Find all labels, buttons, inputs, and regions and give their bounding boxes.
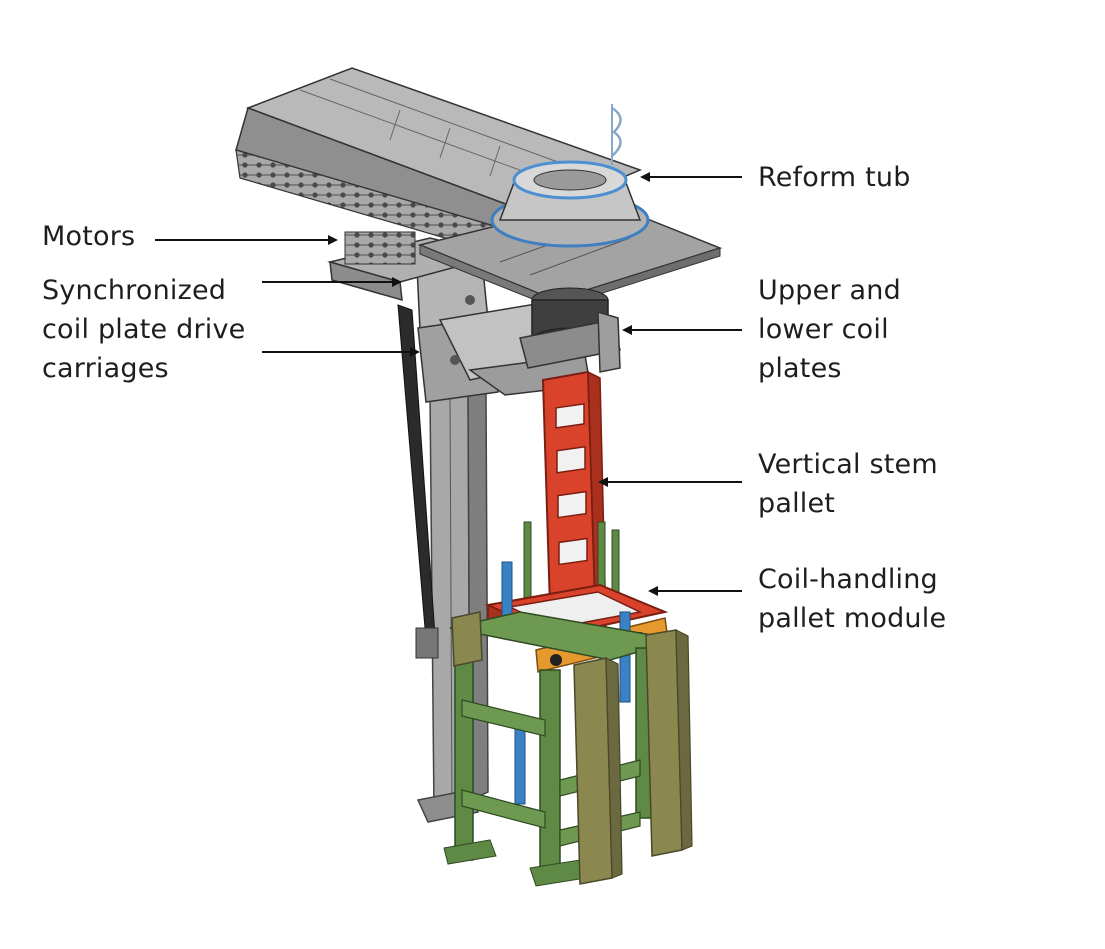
label-line: lower coil <box>758 314 889 345</box>
coil-plates <box>519 287 621 373</box>
label-line: Synchronized <box>42 275 227 306</box>
label-line: pallet <box>758 488 836 519</box>
label-line: Upper and <box>758 275 901 306</box>
olive-posts <box>451 611 693 885</box>
label-line: pallet module <box>758 603 947 634</box>
label-line: plates <box>758 353 842 384</box>
label-line: carriages <box>42 353 169 384</box>
reform-tub <box>490 104 650 248</box>
label-coil-handling-pallet-module: Coil-handling pallet module <box>758 560 946 638</box>
label-coil-plates: Upper and lower coil plates <box>758 271 901 388</box>
label-reform-tub: Reform tub <box>758 158 911 197</box>
vertical-stem-pallet <box>541 370 607 642</box>
label-synchronized-carriages: Synchronized coil plate drive carriages <box>42 271 245 388</box>
label-line: Motors <box>42 221 136 252</box>
label-vertical-stem-pallet: Vertical stem pallet <box>758 445 938 523</box>
label-line: Coil-handling <box>758 564 938 595</box>
label-line: Vertical stem <box>758 449 938 480</box>
leader-arrows <box>155 172 742 596</box>
label-motors: Motors <box>42 217 135 256</box>
drive-belt <box>397 304 439 659</box>
label-line: coil plate drive <box>42 314 246 345</box>
label-line: Reform tub <box>758 162 911 193</box>
